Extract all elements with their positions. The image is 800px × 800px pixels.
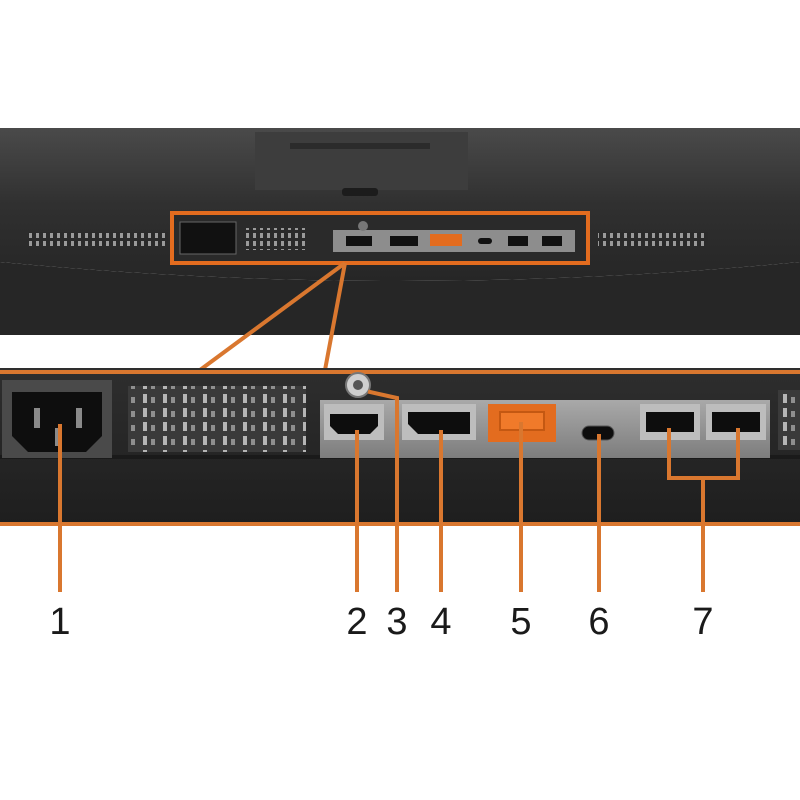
stand-mount bbox=[255, 132, 468, 190]
power-connector-socket bbox=[12, 392, 102, 452]
hdmi-port bbox=[324, 404, 384, 440]
callout-4: 4 bbox=[430, 601, 451, 643]
usb-downstream-socket-1 bbox=[646, 412, 694, 432]
displayport-socket bbox=[408, 412, 470, 434]
usb-downstream-socket-2 bbox=[712, 412, 760, 432]
stand-release bbox=[342, 188, 378, 196]
power-connector bbox=[2, 380, 112, 458]
power-pin-left bbox=[34, 408, 40, 428]
leader-lines bbox=[58, 389, 740, 592]
mini-usb-a-1 bbox=[508, 236, 528, 246]
monitor-bottom-edge bbox=[0, 262, 800, 335]
callout-7: 7 bbox=[692, 601, 713, 643]
vent-left bbox=[28, 232, 168, 246]
usb-downstream-ports bbox=[640, 404, 766, 440]
vent-right bbox=[598, 232, 708, 246]
mini-vents bbox=[244, 228, 306, 250]
callout-1: 1 bbox=[49, 601, 70, 643]
callout-6: 6 bbox=[588, 601, 609, 643]
callout-numbers: 1 2 3 4 5 6 7 bbox=[49, 601, 713, 643]
zoom-line-left bbox=[198, 261, 347, 372]
mini-usb-a-2 bbox=[542, 236, 562, 246]
zoom-vents-right bbox=[778, 390, 800, 450]
callout-3: 3 bbox=[386, 601, 407, 643]
stand-mount-slot bbox=[290, 143, 430, 149]
zoomed-port-panel bbox=[0, 368, 800, 526]
zoom-vents bbox=[128, 386, 306, 452]
hdmi-socket bbox=[330, 414, 378, 434]
mini-power-connector bbox=[179, 221, 237, 255]
mini-usb-c bbox=[478, 238, 492, 244]
leader-line-3 bbox=[367, 389, 399, 592]
mini-hdmi bbox=[346, 236, 372, 246]
mini-lock-slot bbox=[358, 221, 368, 231]
monitor-rear-overview bbox=[0, 128, 800, 335]
power-pin-right bbox=[76, 408, 82, 428]
mini-usb-upstream bbox=[430, 234, 462, 246]
zoom-top-border bbox=[0, 370, 800, 374]
zoom-bottom-border bbox=[0, 522, 800, 526]
security-lock-slot bbox=[345, 372, 371, 398]
label-area bbox=[0, 526, 800, 800]
mini-displayport bbox=[390, 236, 418, 246]
callout-5: 5 bbox=[510, 601, 531, 643]
callout-2: 2 bbox=[346, 601, 367, 643]
